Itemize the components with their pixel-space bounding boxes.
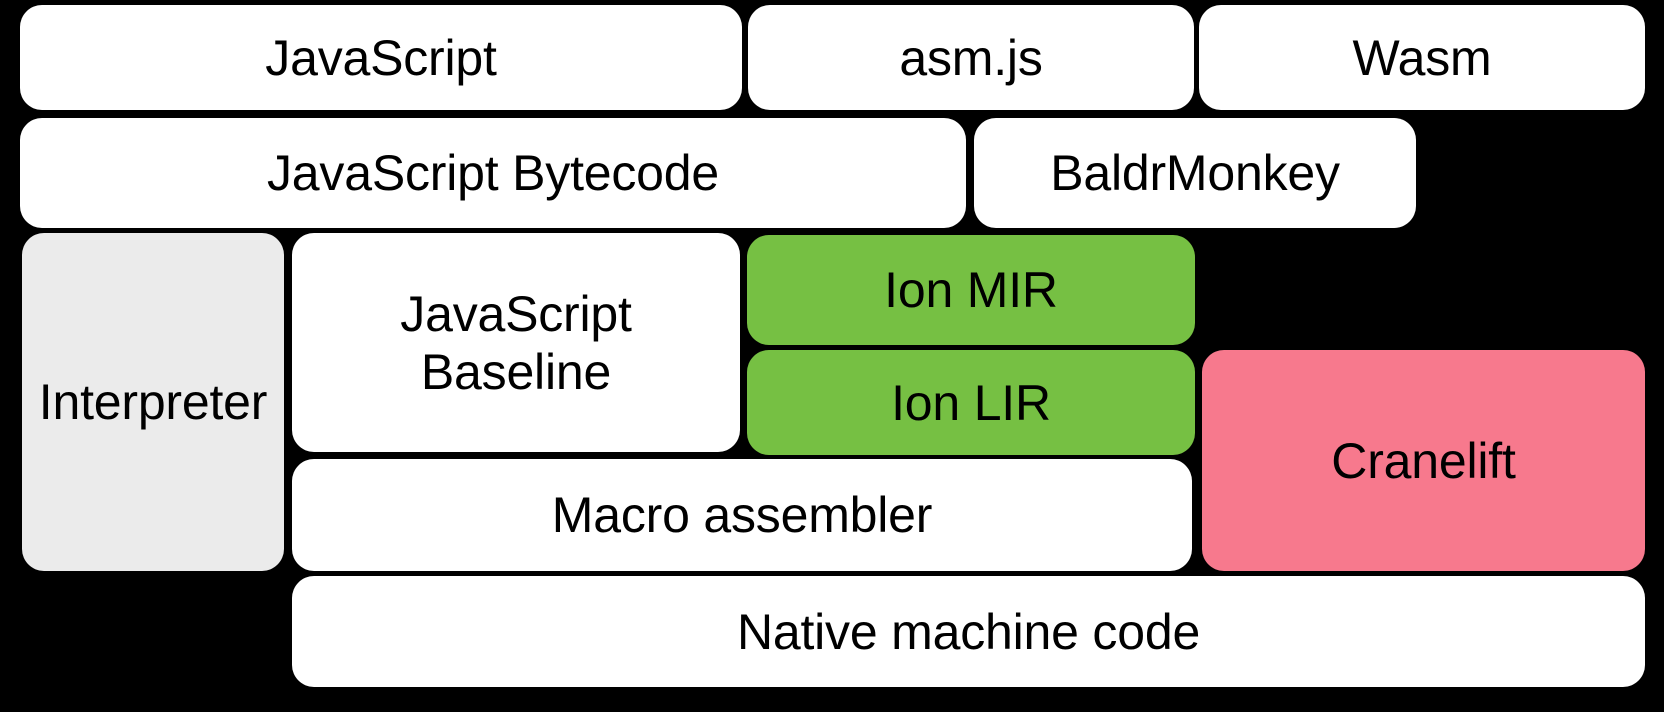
node-interpreter[interactable]: Interpreter (22, 233, 284, 571)
node-asm-js[interactable]: asm.js (748, 5, 1194, 110)
node-ion-lir[interactable]: Ion LIR (747, 350, 1195, 455)
node-macro-assembler[interactable]: Macro assembler (292, 459, 1192, 571)
node-wasm[interactable]: Wasm (1199, 5, 1645, 110)
node-baldrmonkey[interactable]: BaldrMonkey (974, 118, 1416, 228)
node-javascript[interactable]: JavaScript (20, 5, 742, 110)
node-javascript-baseline[interactable]: JavaScript Baseline (292, 233, 740, 452)
node-javascript-bytecode[interactable]: JavaScript Bytecode (20, 118, 966, 228)
node-ion-mir[interactable]: Ion MIR (747, 235, 1195, 345)
node-cranelift[interactable]: Cranelift (1202, 350, 1645, 571)
node-native-machine-code[interactable]: Native machine code (292, 576, 1645, 687)
